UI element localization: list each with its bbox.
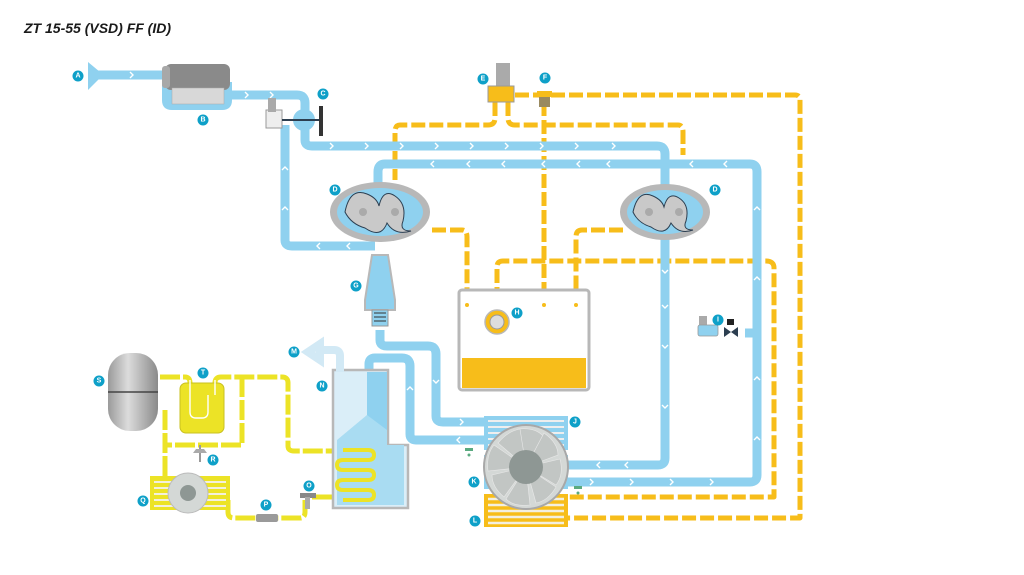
badge-h: H <box>511 307 523 319</box>
pulsation-damper <box>364 254 396 327</box>
badge-c: C <box>317 88 329 100</box>
svg-text:P: P <box>264 502 269 509</box>
water-separator-drains <box>465 448 582 495</box>
compressor-element-stage-2 <box>620 184 710 240</box>
badge-t: T <box>197 367 209 379</box>
badge-o: O <box>303 480 315 492</box>
air-line-stage2-return <box>373 159 762 487</box>
svg-text:R: R <box>210 457 215 464</box>
unloader-valve <box>487 63 515 103</box>
badge-n: N <box>316 380 328 392</box>
svg-text:A: A <box>75 73 80 80</box>
svg-text:E: E <box>481 76 486 83</box>
oil-pump <box>484 309 510 335</box>
air-outlet-arrow <box>300 336 344 372</box>
compressor-element-stage-1 <box>330 182 430 242</box>
air-filter <box>162 64 232 110</box>
oil-check-valve <box>537 91 552 107</box>
svg-text:J: J <box>573 419 577 426</box>
air-line-g-out <box>375 330 484 427</box>
badge-m: M <box>288 346 300 358</box>
svg-text:O: O <box>306 483 312 490</box>
badge-d-stage-1: D <box>329 184 341 196</box>
badge-q: Q <box>137 495 149 507</box>
hot-gas-bypass-valve <box>193 445 207 462</box>
svg-text:B: B <box>200 117 205 124</box>
expansion-valve <box>300 493 316 509</box>
refrigerant-condenser <box>150 472 230 514</box>
oil-tank <box>457 288 591 392</box>
air-circuit <box>98 70 762 487</box>
oil-line-d1-to-tank <box>432 227 470 292</box>
svg-text:T: T <box>201 370 206 377</box>
svg-text:N: N <box>319 383 324 390</box>
svg-text:D: D <box>332 187 337 194</box>
svg-text:M: M <box>291 349 297 356</box>
ref-line-t-branch <box>165 377 245 448</box>
badge-i: I <box>712 314 724 326</box>
badge-e: E <box>477 73 489 85</box>
svg-text:G: G <box>353 283 359 290</box>
condensate-drain-valve <box>697 316 738 337</box>
dryer-heat-exchanger <box>331 368 410 510</box>
badge-r: R <box>207 454 219 466</box>
ref-line-t-out <box>212 374 345 454</box>
air-line-filter-out <box>230 90 670 470</box>
ref-line-s-to-t <box>160 374 193 384</box>
oil-line-e-left <box>392 102 498 180</box>
refrigerant-compressor <box>179 380 225 434</box>
oil-line-e-right <box>505 102 686 155</box>
air-line-to-n <box>364 353 484 445</box>
svg-text:S: S <box>97 378 102 385</box>
svg-text:I: I <box>717 317 719 324</box>
svg-text:H: H <box>514 310 519 317</box>
oil-line-d2-to-tank <box>573 227 623 292</box>
badge-g: G <box>350 280 362 292</box>
svg-text:C: C <box>320 91 325 98</box>
air-inlet-horn <box>88 62 100 90</box>
badge-j: J <box>569 416 581 428</box>
badge-b: B <box>197 114 209 126</box>
refrigerant-receiver <box>108 353 158 431</box>
badge-f: F <box>539 72 551 84</box>
badge-p: P <box>260 499 272 511</box>
air-flow-arrows <box>129 71 761 486</box>
filter-drier <box>256 514 278 522</box>
svg-text:D: D <box>712 187 717 194</box>
badge-s: S <box>93 375 105 387</box>
oil-line-top-right <box>515 92 803 521</box>
oil-circuit <box>392 92 803 521</box>
svg-text:L: L <box>473 518 478 525</box>
svg-text:F: F <box>543 75 548 82</box>
badge-a: A <box>72 70 84 82</box>
air-line-bypass <box>280 125 375 251</box>
badge-l: L <box>469 515 481 527</box>
oil-line-filter-loop <box>494 258 777 500</box>
svg-text:K: K <box>471 479 476 486</box>
diagram-title: ZT 15-55 (VSD) FF (ID) <box>24 20 172 36</box>
badge-d-stage-2: D <box>709 184 721 196</box>
inlet-valve <box>265 98 323 136</box>
cooling-fan <box>483 424 569 510</box>
svg-text:Q: Q <box>140 498 146 505</box>
badge-k: K <box>468 476 480 488</box>
